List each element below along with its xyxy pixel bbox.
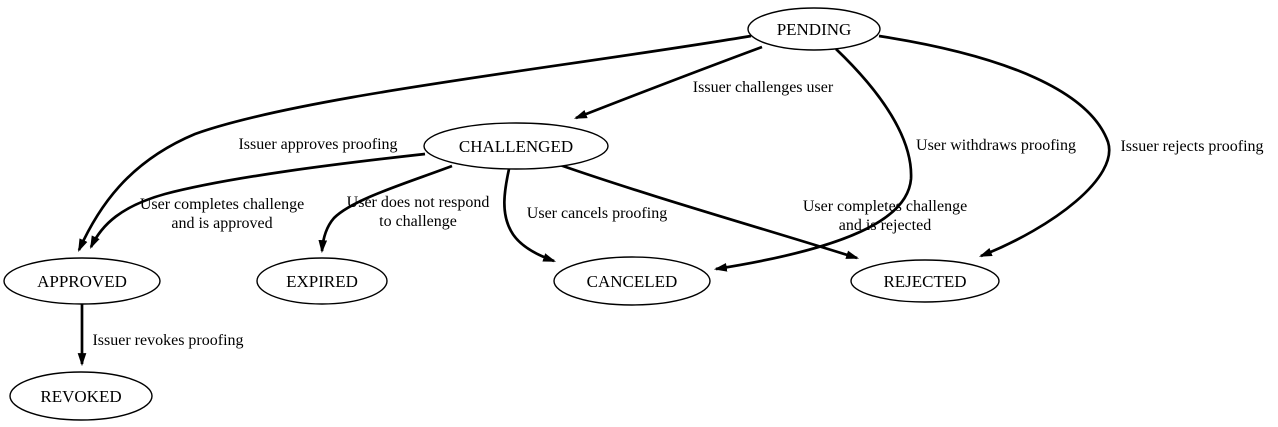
edge-challenged-to-rejected (559, 163, 860, 260)
node-label-rejected: REJECTED (883, 272, 966, 291)
node-challenged (423, 122, 609, 170)
node-label-revoked: REVOKED (40, 387, 121, 406)
edge-challenged-to-approved (89, 152, 426, 249)
node-label-approved: APPROVED (37, 272, 127, 291)
edge-challenged-to-expired (318, 164, 453, 254)
edge-label-pending-to-canceled-line-0: User withdraws proofing (916, 137, 1076, 154)
edge-pending-to-challenged (573, 45, 763, 120)
edge-label-challenged-to-rejected-line-0: User completes challenge (803, 198, 967, 215)
edge-label-challenged-to-approved-line-1: and is approved (171, 215, 272, 232)
edge-pending-to-approved (77, 34, 752, 252)
edges-layer (77, 34, 1111, 367)
edge-challenged-to-canceled (503, 168, 557, 263)
node-revoked (9, 371, 153, 421)
node-label-challenged: CHALLENGED (459, 137, 573, 156)
node-approved (3, 257, 161, 305)
node-label-canceled: CANCELED (587, 272, 678, 291)
edge-pending-to-canceled (713, 48, 913, 272)
nodes-layer: PENDING CHALLENGED APPROVED EXPIRED CANCELED… (3, 7, 1000, 421)
node-label-pending: PENDING (777, 20, 852, 39)
edge-label-challenged-to-approved-line-0: User completes challenge (140, 196, 304, 213)
edge-label-challenged-to-rejected-line-1: and is rejected (839, 217, 931, 234)
node-expired (256, 257, 388, 305)
node-label-expired: EXPIRED (286, 272, 358, 291)
edge-pending-to-rejected (878, 34, 1111, 258)
edge-label-pending-to-challenged-line-0: Issuer challenges user (693, 79, 834, 96)
node-pending (747, 7, 881, 51)
edge-label-pending-to-approved-line-0: Issuer approves proofing (238, 136, 397, 153)
edge-label-challenged-to-expired-line-0: User does not respond (347, 194, 490, 211)
edge-label-approved-to-revoked-line-0: Issuer revokes proofing (92, 332, 243, 349)
node-rejected (850, 259, 1000, 303)
edge-label-challenged-to-expired-line-1: to challenge (379, 213, 457, 230)
edge-label-pending-to-rejected-line-0: Issuer rejects proofing (1120, 138, 1263, 155)
node-canceled (553, 256, 711, 306)
edge-label-challenged-to-canceled-line-0: User cancels proofing (527, 205, 667, 222)
